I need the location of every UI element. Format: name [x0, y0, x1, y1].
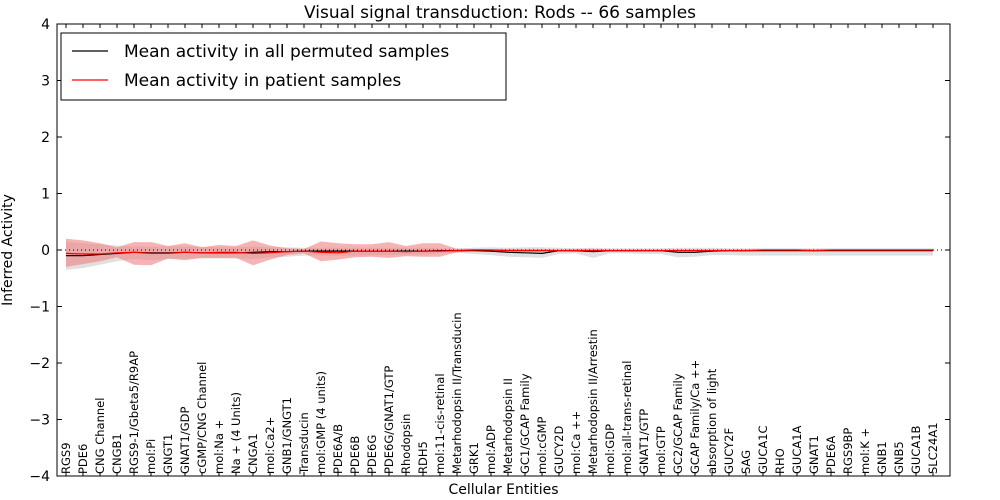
x-tick-label: GRK1	[467, 442, 481, 474]
y-axis-label: Inferred Activity	[0, 194, 16, 306]
legend-label-2: Mean activity in patient samples	[124, 71, 401, 91]
x-tick-label: CNG Channel	[93, 398, 107, 474]
x-tick-label: mol:11-cis-retinal	[433, 373, 447, 474]
chart-title: Visual signal transduction: Rods -- 66 s…	[304, 3, 696, 23]
x-tick-label: RGS9BP	[841, 428, 855, 474]
x-tick-label: GNGT1	[161, 434, 175, 474]
x-tick-label: GCAP Family/Ca ++	[688, 360, 702, 474]
y-tick-label: 1	[41, 187, 50, 203]
x-tick-label: mol:Ca ++	[569, 411, 583, 474]
x-tick-label: PDE6	[76, 444, 90, 474]
y-tick-label: −1	[29, 300, 50, 316]
x-tick-label: GNAT1/GTP	[637, 409, 651, 474]
y-tick-label: 0	[41, 243, 50, 259]
x-tick-label: mol:all-trans-retinal	[620, 361, 634, 474]
x-tick-label: PDE6A/B	[331, 424, 345, 474]
x-axis-label: Cellular Entities	[448, 482, 558, 498]
x-tick-label: RGS9	[59, 442, 73, 474]
x-tick-label: mol:cGMP	[535, 417, 549, 474]
legend: Mean activity in all permuted samplesMea…	[60, 32, 507, 101]
legend-label-1: Mean activity in all permuted samples	[124, 42, 449, 62]
x-tick-label: GNB1	[875, 441, 889, 474]
x-tick-label: mol:GMP (4 units)	[314, 371, 328, 474]
x-tick-label: cGMP/CNG Channel	[195, 362, 209, 474]
y-tick-label: −2	[29, 356, 50, 372]
x-tick-label: GNAT1	[807, 435, 821, 474]
x-tick-label: PDE6B	[348, 436, 362, 474]
x-tick-label: Metarhodopsin II	[501, 378, 515, 474]
x-tick-label: Transducin	[297, 412, 311, 475]
x-tick-label: CNGB1	[110, 433, 124, 474]
x-tick-label: GUCY2D	[552, 426, 566, 474]
x-tick-label: GUCA1B	[909, 425, 923, 474]
x-tick-label: GC2/GCAP Family	[671, 373, 685, 474]
x-tick-label: GC1/GCAP Family	[518, 373, 532, 474]
x-tick-label: GNB1/GNGT1	[280, 397, 294, 474]
x-tick-label: PDE6G	[365, 435, 379, 474]
x-tick-label: Na + (4 Units)	[229, 392, 243, 474]
x-tick-label: mol:GDP	[603, 424, 617, 474]
x-tick-label: PDE6G/GNAT1/GTP	[382, 366, 396, 474]
x-tick-label: RGS9-1/Gbeta5/R9AP	[127, 351, 141, 474]
x-tick-label: GNB5	[892, 441, 906, 474]
x-tick-label: Metarhodopsin II/Arrestin	[586, 329, 600, 474]
x-tick-label: mol:Na +	[212, 420, 226, 474]
legend-box	[60, 32, 507, 101]
y-tick-label: −4	[29, 469, 50, 485]
x-tick-label: GUCA1C	[756, 425, 770, 474]
x-tick-label: SLC24A1	[926, 422, 940, 474]
x-tick-label: mol:Ca2+	[263, 417, 277, 474]
confidence-bands	[66, 238, 933, 270]
x-tick-label: RHO	[773, 448, 787, 474]
series-line-2	[65, 249, 933, 255]
x-tick-label: mol:Pi	[144, 439, 158, 474]
x-tick-label: CNGA1	[246, 433, 260, 474]
y-tick-label: −3	[29, 413, 50, 429]
x-tick-label: GUCA1A	[790, 425, 804, 474]
x-tick-label: mol:GTP	[654, 426, 668, 474]
x-tick-label: Metarhodopsin II/Transducin	[450, 312, 464, 474]
x-tick-label: RDH5	[416, 441, 430, 474]
y-axis-ticks: −4 −3 −2 −1 0 1 2 3 4	[29, 17, 950, 485]
x-tick-label: SAG	[739, 450, 753, 474]
series-lines	[65, 249, 933, 257]
y-tick-label: 4	[41, 17, 50, 33]
x-tick-label: PDE6A	[824, 436, 838, 474]
x-tick-label: GNAT1/GDP	[178, 407, 192, 474]
x-tick-label: Rhodopsin	[399, 414, 413, 474]
x-tick-label: mol:ADP	[484, 425, 498, 474]
y-tick-label: 3	[41, 74, 50, 90]
y-tick-label: 2	[41, 130, 50, 146]
x-tick-label: GUCY2F	[722, 428, 736, 474]
x-tick-label: mol:K +	[858, 428, 872, 474]
x-tick-label: absorption of light	[705, 368, 719, 474]
